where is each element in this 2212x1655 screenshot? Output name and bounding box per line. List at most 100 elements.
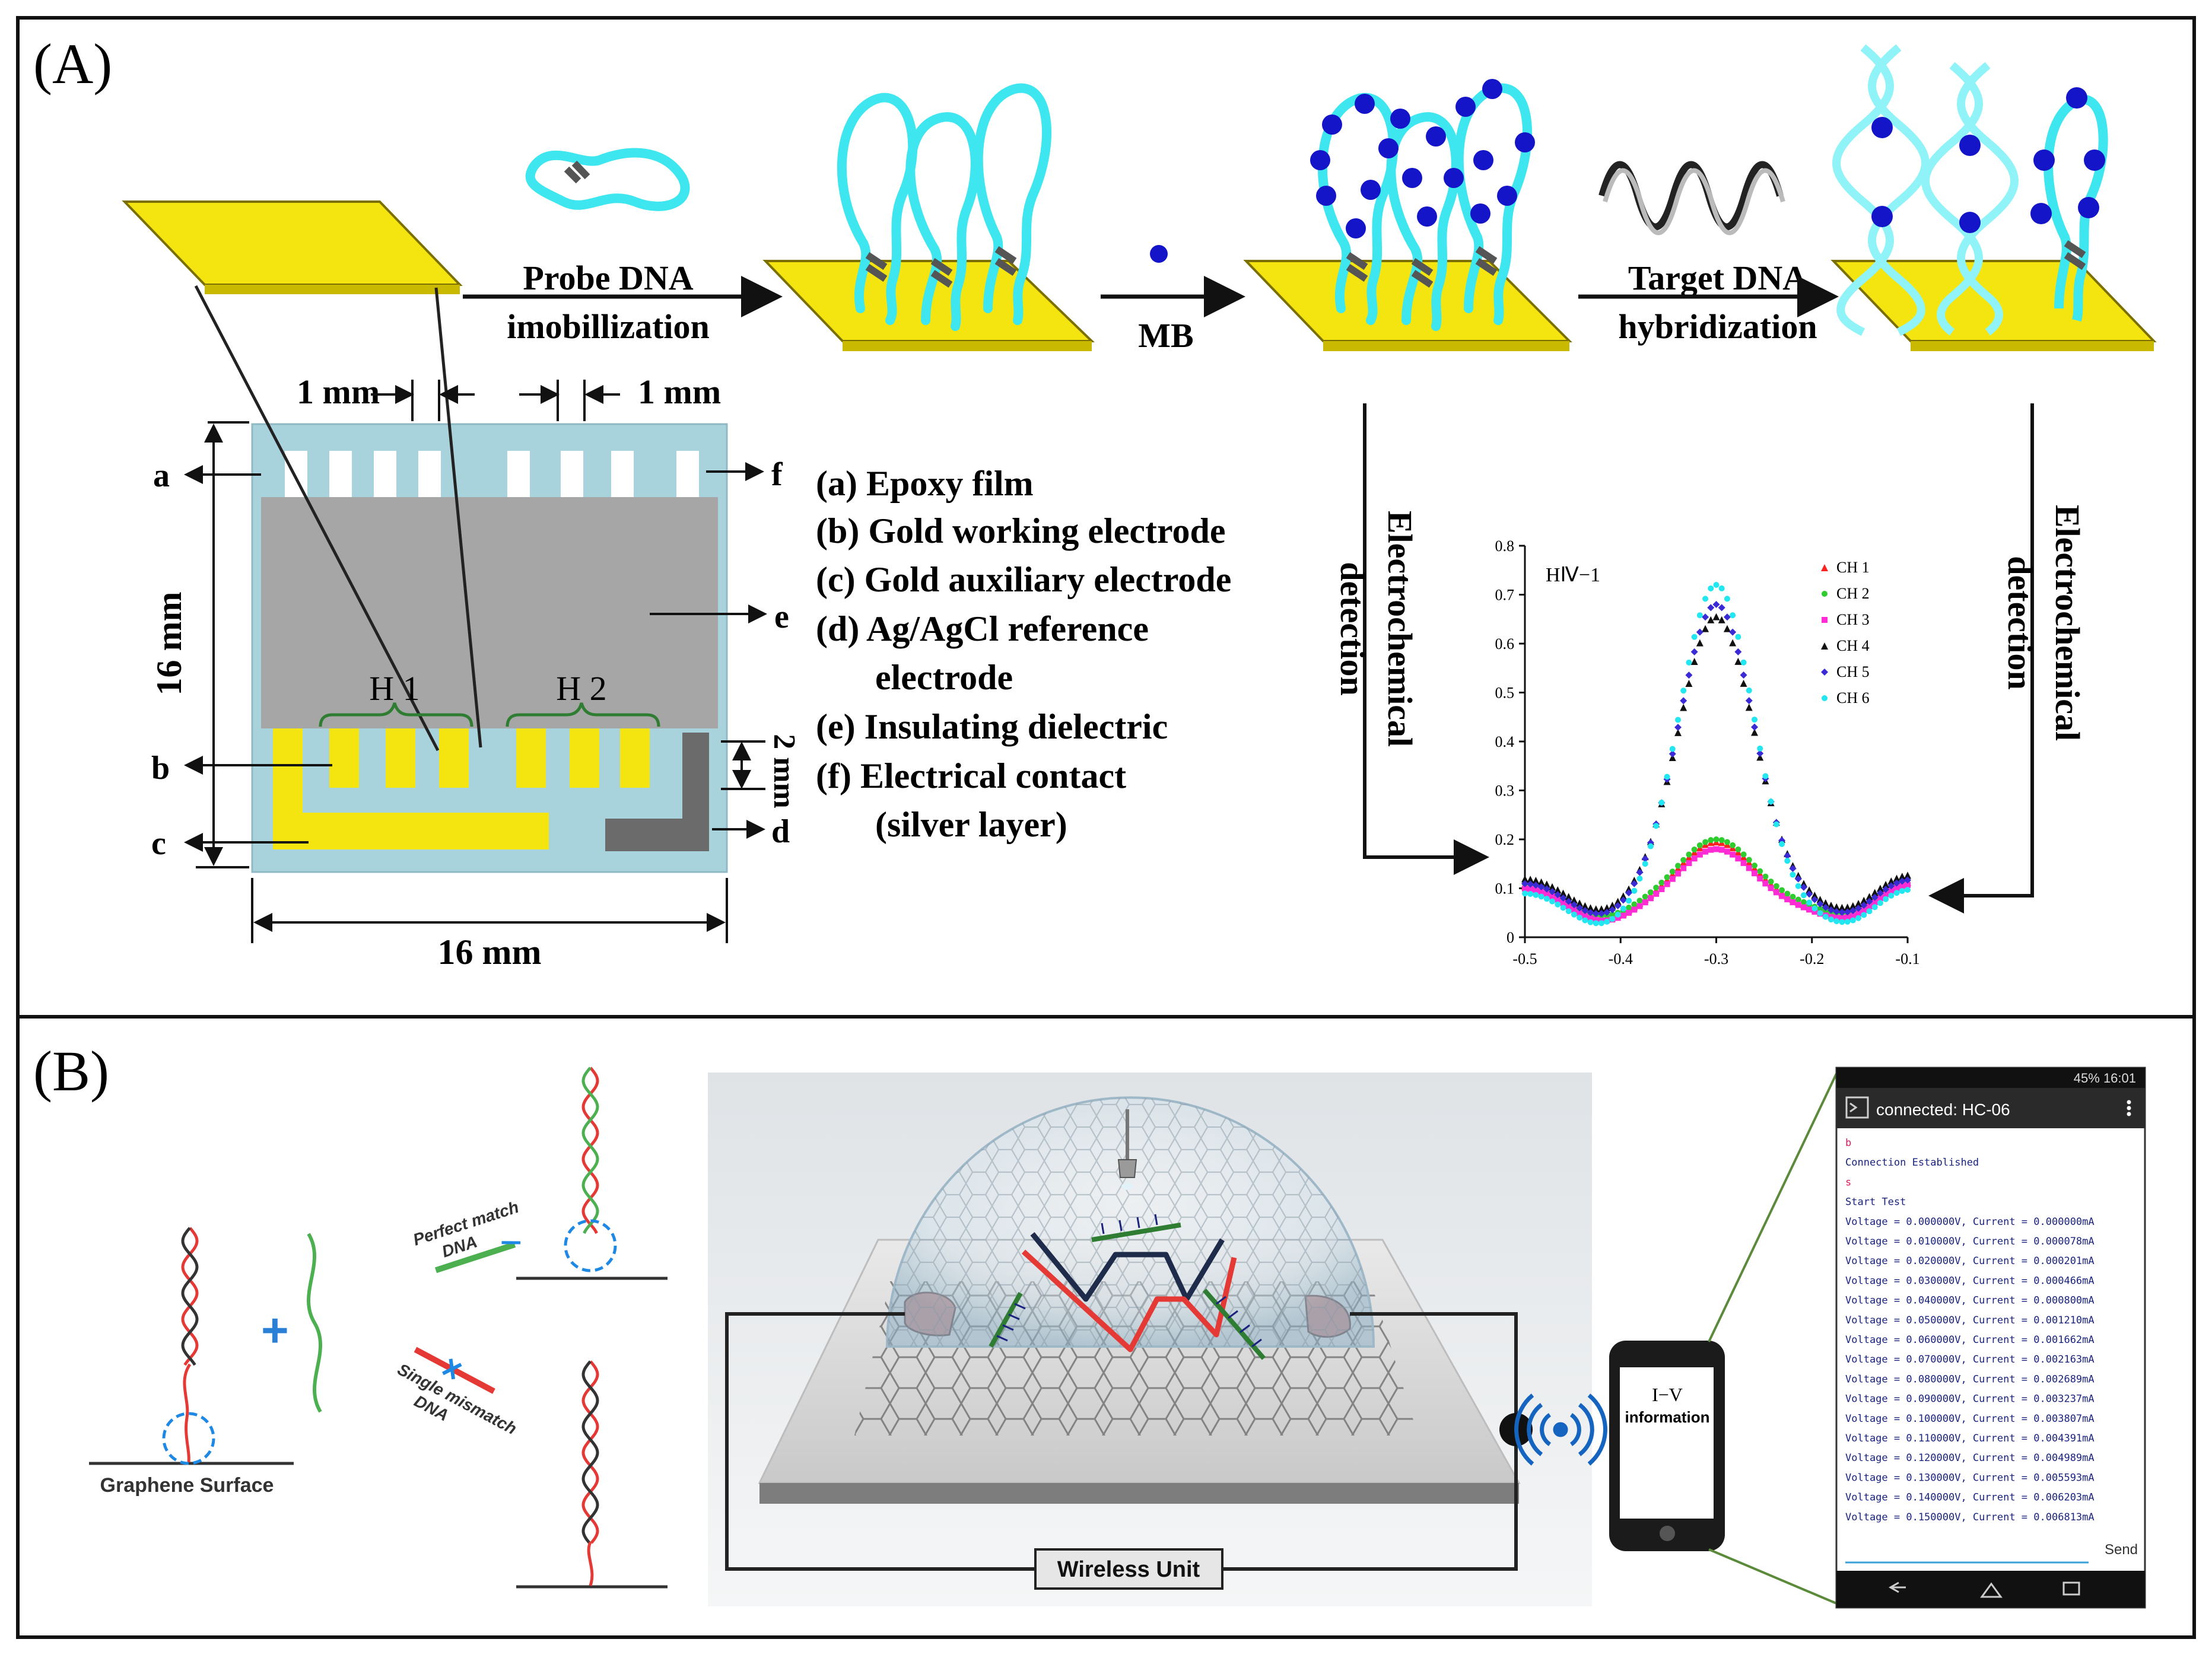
data-point xyxy=(1806,890,1813,898)
data-point xyxy=(1543,885,1550,893)
data-point xyxy=(1581,907,1589,915)
data-point xyxy=(1538,893,1544,900)
data-point xyxy=(1861,912,1867,918)
series-ch-2: CH 2 xyxy=(1522,585,1911,919)
dpv-chart: -0.5-0.4-0.3-0.2-0.100.10.20.30.40.50.60… xyxy=(1495,537,1920,967)
data-point xyxy=(1543,890,1550,897)
data-point xyxy=(1626,905,1632,911)
data-point xyxy=(1839,915,1845,921)
data-point xyxy=(1794,875,1802,883)
data-point xyxy=(1636,868,1644,876)
x-tick-label: -0.1 xyxy=(1895,950,1919,967)
overflow-menu-icon[interactable] xyxy=(2127,1100,2131,1116)
data-point xyxy=(1729,639,1737,647)
data-point xyxy=(1811,892,1819,899)
data-point xyxy=(1560,905,1566,911)
nav-bar xyxy=(1836,1571,2145,1608)
data-point xyxy=(1821,564,1828,571)
data-point xyxy=(1653,823,1660,829)
recents-icon[interactable] xyxy=(2062,1581,2080,1596)
data-point xyxy=(1735,634,1741,640)
data-point xyxy=(1899,887,1905,894)
data-point xyxy=(1877,900,1883,906)
data-point xyxy=(1734,648,1742,655)
legend-item-b: (b) Gold working electrode xyxy=(816,511,1226,550)
data-point xyxy=(1577,915,1583,921)
data-point xyxy=(1570,901,1578,909)
data-point xyxy=(1773,883,1779,889)
terminal-line: Voltage = 0.030000V, Current = 0.000466m… xyxy=(1845,1275,2095,1287)
data-point xyxy=(1740,659,1747,666)
probe-dna-icon xyxy=(525,148,690,211)
status-bar xyxy=(1836,1068,2145,1088)
data-point xyxy=(1746,688,1752,694)
step3-line1: Target DNA xyxy=(1628,259,1807,297)
data-point xyxy=(1849,912,1856,919)
app-title-bar xyxy=(1836,1088,2145,1128)
data-point xyxy=(1527,890,1534,897)
terminal-line: Voltage = 0.040000V, Current = 0.000800m… xyxy=(1845,1295,2095,1307)
data-point xyxy=(1577,910,1583,916)
data-point xyxy=(1757,868,1763,874)
reference-electrode xyxy=(605,733,709,851)
legend-entry: CH 5 xyxy=(1836,663,1870,680)
data-point xyxy=(1647,889,1654,896)
data-point xyxy=(1707,604,1715,612)
data-point xyxy=(1822,591,1828,597)
terminal-line: Voltage = 0.060000V, Current = 0.001662m… xyxy=(1845,1334,2095,1346)
detection-arrow-right: Electrochemical detection xyxy=(1928,403,2087,914)
phone-home-button[interactable] xyxy=(1660,1526,1675,1541)
data-point xyxy=(1609,916,1616,922)
terminal-line: Voltage = 0.120000V, Current = 0.004989m… xyxy=(1845,1452,2095,1464)
graphene-device: Wireless Unit xyxy=(708,1072,1607,1606)
data-point xyxy=(1549,888,1556,896)
data-point xyxy=(1735,846,1741,853)
data-point xyxy=(1538,889,1544,895)
data-point xyxy=(1730,842,1736,848)
legend-item-e: (e) Insulating dielectric xyxy=(816,707,1168,746)
binding-site-circle xyxy=(162,1412,215,1465)
terminal-line: Voltage = 0.000000V, Current = 0.000000m… xyxy=(1845,1216,2095,1228)
data-point xyxy=(1730,851,1736,858)
data-point xyxy=(1549,893,1556,900)
data-point xyxy=(1899,883,1905,889)
dim-top-left: 1 mm xyxy=(297,373,380,411)
data-point xyxy=(1876,889,1884,897)
phone-label-line1: I−V xyxy=(1652,1384,1683,1405)
data-point xyxy=(1779,887,1785,893)
data-point xyxy=(1603,904,1611,912)
data-point xyxy=(1658,886,1665,892)
data-point xyxy=(1658,879,1665,886)
data-point xyxy=(1543,896,1550,902)
data-point xyxy=(1779,841,1785,847)
data-point xyxy=(1619,896,1627,904)
data-point xyxy=(1817,910,1823,916)
data-point xyxy=(1898,873,1906,880)
data-point xyxy=(1565,903,1572,910)
data-point xyxy=(1866,908,1873,915)
terminal-app-icon xyxy=(1845,1096,1869,1119)
data-point xyxy=(1746,865,1752,871)
data-point xyxy=(1631,901,1638,908)
data-point xyxy=(1729,628,1737,636)
data-point xyxy=(1833,918,1840,925)
phone-screen xyxy=(1620,1367,1714,1519)
detection-left-line2: detection xyxy=(1333,562,1372,696)
graphene-surface-label: Graphene Surface xyxy=(100,1474,274,1497)
data-point xyxy=(1871,904,1878,911)
send-button[interactable]: Send xyxy=(2105,1542,2138,1558)
data-point xyxy=(1653,890,1660,897)
target-dna-icon xyxy=(1598,161,1785,235)
data-point xyxy=(1800,880,1807,887)
letter-e: e xyxy=(774,599,789,635)
panel-b-label: (B) xyxy=(33,1039,109,1103)
data-point xyxy=(1762,880,1769,887)
data-point xyxy=(1800,883,1807,891)
data-point xyxy=(1905,887,1911,893)
data-point xyxy=(1883,896,1889,902)
letter-d: d xyxy=(771,813,790,850)
home-icon[interactable] xyxy=(1980,1582,2003,1598)
back-icon[interactable] xyxy=(1888,1581,1906,1593)
target-strand-icon xyxy=(307,1233,322,1413)
data-point xyxy=(1860,901,1868,909)
